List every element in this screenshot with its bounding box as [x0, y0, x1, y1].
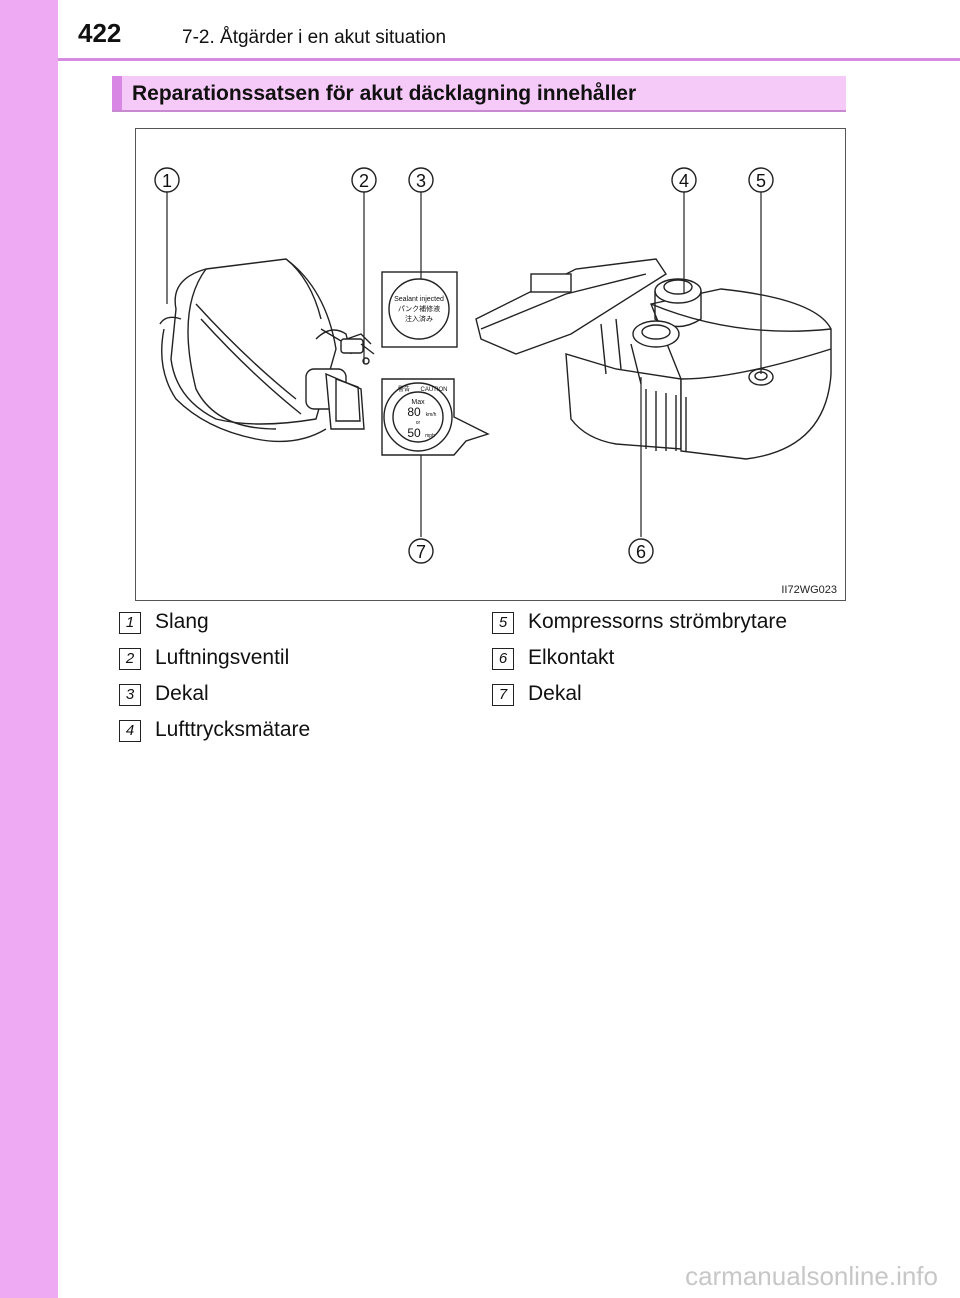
- callout-circle-6: [628, 538, 654, 564]
- decal-round-or: or: [416, 420, 421, 426]
- legend-label: Dekal: [528, 682, 582, 705]
- footer-watermark: carmanualsonline.info: [685, 1261, 938, 1291]
- legend-label: Luftningsventil: [155, 646, 290, 669]
- callout-number-3: 3: [416, 171, 426, 191]
- legend-number-badge: 1: [119, 612, 141, 634]
- legend-number-badge: 2: [119, 648, 141, 670]
- decal-round-max: Max: [411, 399, 425, 406]
- legend-label: Lufttrycksmätare: [155, 718, 311, 741]
- compressor-drawing: [475, 258, 832, 460]
- legend-number-badge: 3: [119, 684, 141, 706]
- callout-number-6: 6: [636, 542, 646, 562]
- section-rule: [112, 110, 846, 112]
- header-rule: [58, 58, 960, 61]
- decal-top-line2: パンク補修液: [398, 304, 440, 313]
- decal-top-line1: Sealant injected: [394, 296, 444, 303]
- callout-circle-2: [351, 167, 377, 193]
- callout-circle-5: [748, 167, 774, 193]
- callout-number-5: 5: [756, 171, 766, 191]
- decal-round-mph-value: 50: [407, 426, 421, 440]
- legend-number-badge: 7: [492, 684, 514, 706]
- callout-number-2: 2: [359, 171, 369, 191]
- decal-round-kmh-value: 80: [407, 405, 421, 419]
- hose-bottle-drawing: [159, 258, 375, 443]
- decal-round-mph-unit: mph: [425, 433, 435, 439]
- leader-lines: [166, 192, 762, 537]
- callout-circle-3: [408, 167, 434, 193]
- legend-label: Kompressorns strömbrytare: [528, 610, 788, 633]
- legend-number-badge: 4: [119, 720, 141, 742]
- callout-circle-1: [154, 167, 180, 193]
- chapter-title: 7-2. Åtgärder i en akut situation: [182, 27, 447, 48]
- legend-label: Elkontakt: [528, 646, 615, 669]
- legend-number-badge: 6: [492, 648, 514, 670]
- decal-top-line3: 注入済み: [405, 314, 433, 323]
- legend-label: Slang: [155, 610, 209, 633]
- callout-number-4: 4: [679, 171, 689, 191]
- decal-top-drawing: [381, 271, 458, 348]
- callout-circle-7: [408, 538, 434, 564]
- legend-number-badge: 5: [492, 612, 514, 634]
- page-number: 422: [78, 18, 122, 48]
- callout-number-7: 7: [416, 542, 426, 562]
- section-title: Reparationssatsen för akut däcklagning i…: [132, 82, 637, 105]
- callout-circle-4: [671, 167, 697, 193]
- decal-round-drawing: [381, 378, 490, 456]
- decal-round-kmh-unit: km/h: [426, 412, 437, 418]
- decal-round-caution: CAUTION: [421, 387, 448, 393]
- section-heading: Reparationssatsen för akut däcklagning i…: [112, 76, 846, 110]
- kit-drawing: 1 2 3 4 5 6 7 Sealant injected パンク補修液 注入…: [154, 167, 832, 564]
- kit-illustration: 1 2 3 4 5 6 7 Sealant injected パンク補修液 注入…: [135, 128, 846, 601]
- legend-label: Dekal: [155, 682, 209, 705]
- side-tab: [0, 0, 58, 1298]
- figure-id: II72WG023: [781, 584, 837, 596]
- callout-number-1: 1: [162, 171, 172, 191]
- decal-round-warning: 警告: [398, 385, 410, 393]
